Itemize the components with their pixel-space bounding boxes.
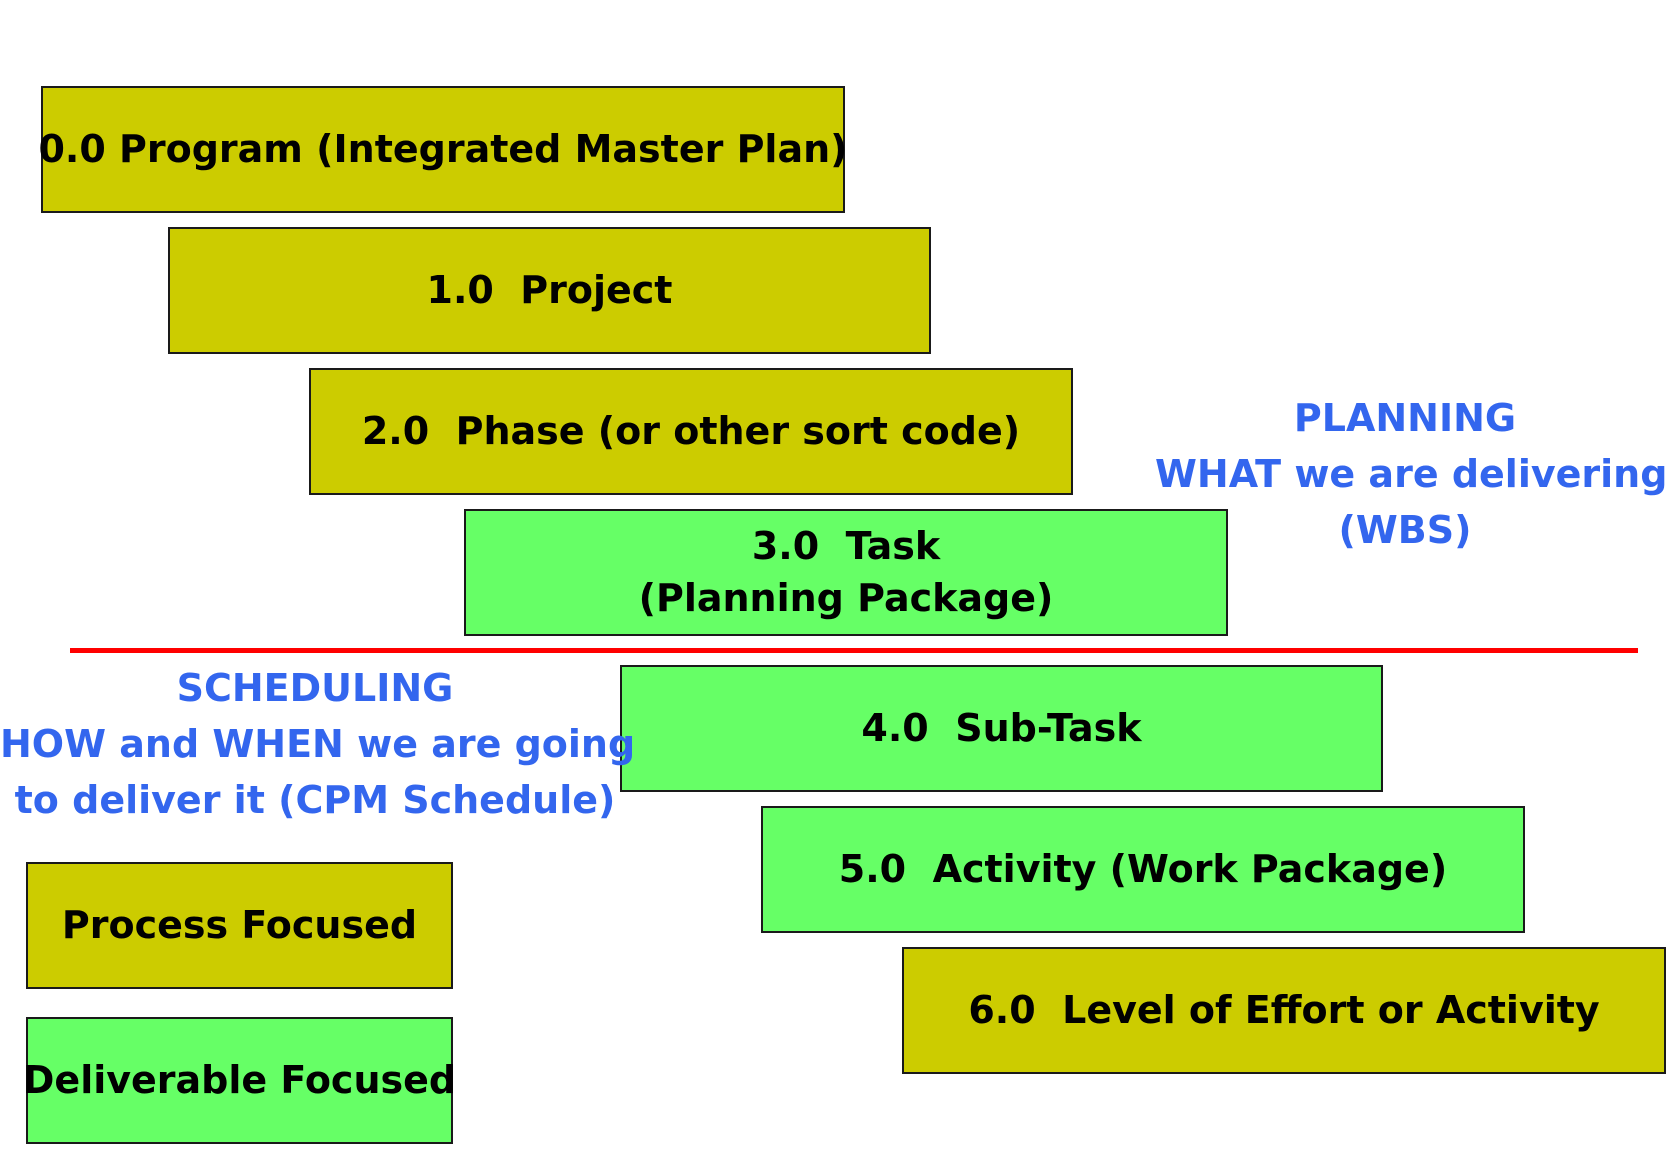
planning-note-line-2: WHAT we are delivering xyxy=(1155,452,1668,496)
level-4-sub-task-box: 4.0 Sub-Task xyxy=(620,665,1383,792)
level-5-activity-box: 5.0 Activity (Work Package) xyxy=(761,806,1525,933)
level-6-label: 6.0 Level of Effort or Activity xyxy=(968,987,1600,1032)
level-3-task-box: 3.0 Task (Planning Package) xyxy=(464,509,1228,636)
scheduling-note-line-1: SCHEDULING xyxy=(176,666,454,710)
planning-note: PLANNING WHAT we are delivering (WBS) xyxy=(1155,390,1668,558)
level-3-label-line-1: 3.0 Task xyxy=(751,524,941,569)
level-1-project-box: 1.0 Project xyxy=(168,227,931,354)
level-4-label: 4.0 Sub-Task xyxy=(861,705,1142,750)
level-3-label-line-2: (Planning Package) xyxy=(638,575,1054,620)
planning-note-line-3: (WBS) xyxy=(1338,508,1472,552)
level-0-label: 0.0 Program (Integrated Master Plan) xyxy=(38,126,848,171)
scheduling-note-line-2: HOW and WHEN we are going xyxy=(0,722,636,766)
legend-process-focused: Process Focused xyxy=(26,862,453,989)
legend-deliverable-label: Deliverable Focused xyxy=(22,1057,457,1102)
scheduling-note: SCHEDULING HOW and WHEN we are going to … xyxy=(0,660,636,828)
level-5-label: 5.0 Activity (Work Package) xyxy=(838,846,1448,891)
level-1-label: 1.0 Project xyxy=(426,267,673,312)
scheduling-note-line-3: to deliver it (CPM Schedule) xyxy=(14,778,616,822)
legend-process-label: Process Focused xyxy=(61,902,418,947)
planning-scheduling-divider xyxy=(70,648,1638,653)
level-2-label: 2.0 Phase (or other sort code) xyxy=(361,408,1021,453)
level-2-phase-box: 2.0 Phase (or other sort code) xyxy=(309,368,1073,495)
planning-note-line-1: PLANNING xyxy=(1293,396,1517,440)
level-6-level-of-effort-box: 6.0 Level of Effort or Activity xyxy=(902,947,1666,1074)
level-0-program-box: 0.0 Program (Integrated Master Plan) xyxy=(38,86,848,213)
legend-deliverable-focused: Deliverable Focused xyxy=(22,1017,457,1144)
